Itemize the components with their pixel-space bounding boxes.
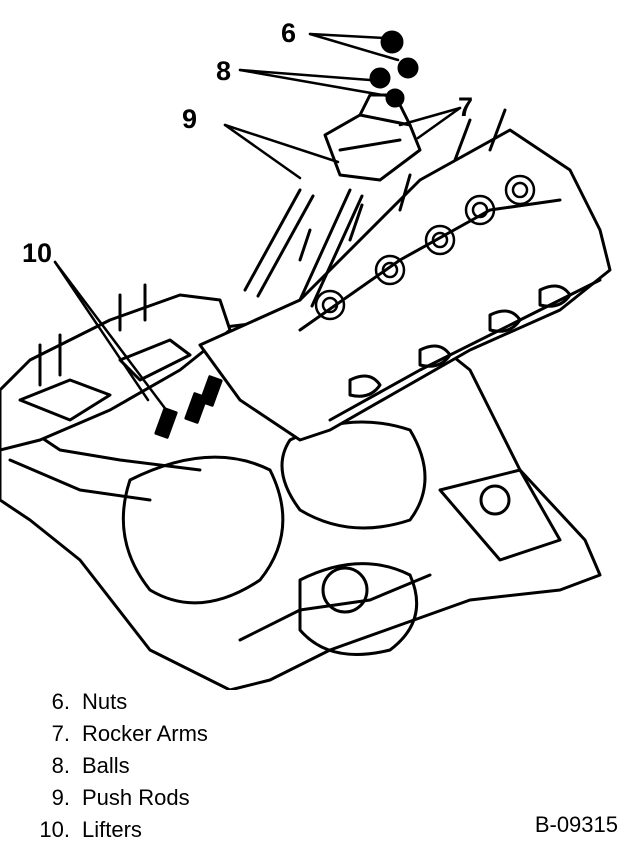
- left-cylinder-head: [0, 283, 232, 452]
- callout-8: 8: [216, 56, 232, 86]
- legend-label: Nuts: [82, 689, 128, 714]
- callout-6: 6: [281, 18, 297, 48]
- callout-10: 10: [22, 238, 53, 268]
- rocker-studs: [298, 108, 507, 262]
- push-rods: [243, 188, 364, 308]
- legend-label: Push Rods: [82, 785, 190, 810]
- legend-label: Balls: [82, 753, 130, 778]
- legend-number: 8.: [51, 753, 70, 778]
- callout-leaders: [53, 32, 462, 417]
- figure-code: B-09315: [534, 812, 618, 837]
- callout-7: 7: [458, 92, 474, 122]
- legend-label: Lifters: [82, 817, 142, 842]
- rocker-arm-exploded: [323, 93, 422, 182]
- engine-valvetrain-illustration: [0, 30, 612, 690]
- legend-number: 9.: [51, 785, 70, 810]
- legend-number: 7.: [51, 721, 70, 746]
- legend-number: 10.: [39, 817, 70, 842]
- legend-label: Rocker Arms: [82, 721, 208, 746]
- legend-item: 6. Nuts: [26, 686, 208, 718]
- engine-block: [0, 316, 602, 690]
- legend-item: 8. Balls: [26, 750, 208, 782]
- legend-item: 10. Lifters: [26, 814, 208, 846]
- nuts-and-balls: [369, 30, 419, 108]
- lifters: [154, 375, 223, 439]
- callout-9: 9: [182, 104, 198, 134]
- legend-item: 7. Rocker Arms: [26, 718, 208, 750]
- parts-legend: 6. Nuts 7. Rocker Arms 8. Balls 9. Push Rods…: [26, 686, 208, 846]
- legend-item: 9. Push Rods: [26, 782, 208, 814]
- legend-number: 6.: [51, 689, 70, 714]
- right-cylinder-head: [198, 128, 612, 442]
